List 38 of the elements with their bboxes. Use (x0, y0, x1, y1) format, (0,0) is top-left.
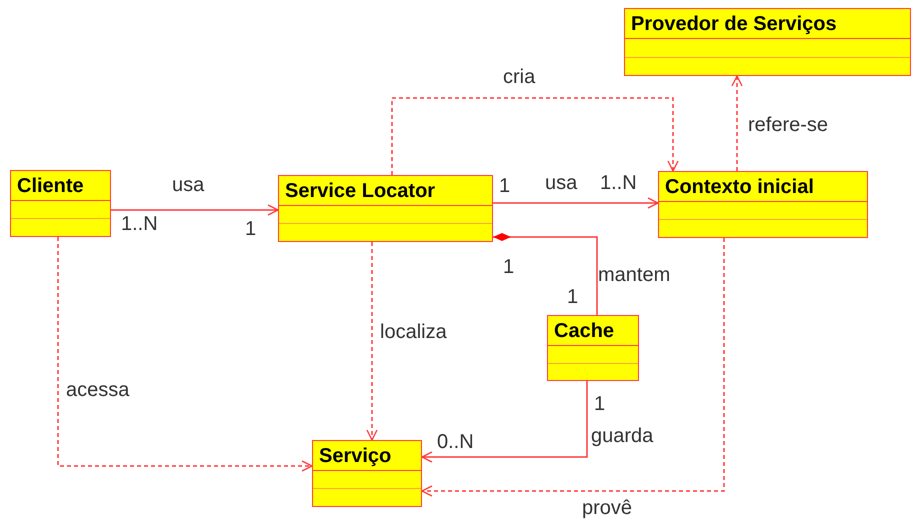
edge-label: localiza (380, 321, 447, 343)
dashed-arrow (366, 242, 378, 441)
class-box (278, 175, 493, 242)
dashed-arrow (57, 237, 313, 472)
dashed-arrow (391, 97, 679, 175)
multiplicity-label: 1 (567, 286, 578, 308)
association-line (493, 197, 659, 209)
multiplicity-label: 1 (594, 393, 606, 415)
class-box (312, 440, 422, 507)
class-box (10, 170, 111, 237)
edge-label: provê (582, 497, 632, 519)
edge-label: guarda (591, 425, 654, 447)
edge-label: usa (172, 174, 204, 196)
class-box (624, 8, 911, 76)
class-box (547, 315, 639, 381)
dashed-arrow (731, 75, 743, 171)
multiplicity-label: 1..N (600, 172, 637, 194)
multiplicity-label: 1 (245, 218, 256, 240)
dashed-arrow (421, 238, 725, 497)
edge-label: refere-se (748, 114, 828, 136)
multiplicity-label: 1 (503, 256, 514, 278)
edge-label: usa (545, 172, 578, 194)
association-line (493, 233, 598, 315)
association-line (421, 381, 588, 463)
class-name: Provedor de Serviços (631, 13, 837, 35)
class-name: Cache (554, 320, 614, 342)
edge-label: acessa (66, 379, 130, 401)
class-name: Cliente (17, 175, 84, 197)
edge-label: cria (503, 66, 536, 88)
class-name: Contexto inicial (665, 176, 814, 198)
multiplicity-label: 1 (499, 175, 510, 197)
class-name: Service Locator (285, 180, 436, 202)
class-name: Serviço (319, 445, 392, 467)
multiplicity-label: 1..N (121, 213, 158, 235)
multiplicity-label: 0..N (437, 431, 474, 453)
edge-label: mantem (598, 264, 670, 286)
association-line (111, 204, 279, 216)
class-box (658, 171, 868, 238)
